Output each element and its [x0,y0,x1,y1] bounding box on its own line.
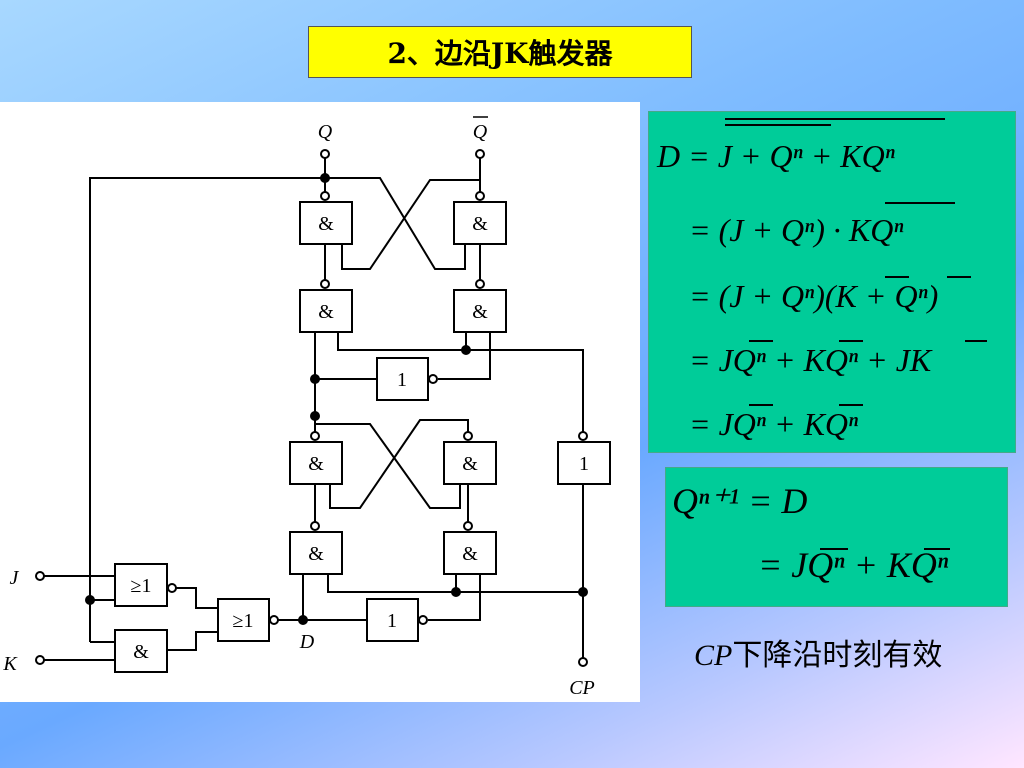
equation-3: = (J + Qⁿ)(K + Qⁿ) [689,278,938,315]
circuit-diagram: & & & & 1 & & 1 & & 1 ≥1 ≥1 & Q Q J K D … [0,102,640,702]
equation-4-text: = JQⁿ + KQⁿ + JK [689,342,932,378]
overbar-2 [885,202,955,204]
or-gate-1 [114,563,168,607]
equation-4: = JQⁿ + KQⁿ + JK [689,342,931,379]
equation-2-text: = (J + Qⁿ) · KQⁿ [689,212,904,248]
and-gate-6 [443,441,497,485]
overbar-3a [885,276,909,278]
and-gate-3-label: & [318,301,334,323]
and-gate-k [114,629,168,673]
or-gate-1-label: ≥1 [131,575,152,597]
equation-5: = JQⁿ + KQⁿ [689,406,858,443]
overbar-7a [820,548,848,550]
and-gate-1-label: & [318,213,334,235]
overbar-4c [965,340,987,342]
and-gate-6-label: & [462,453,478,475]
overbar-7b [924,548,950,550]
or-gate-2 [217,598,270,642]
not-gate-1 [376,357,429,401]
equation-1-text: D = J + Qⁿ + KQⁿ [657,138,895,174]
slide-title: 2、边沿JK触发器 [308,26,692,78]
and-gate-3 [299,289,353,333]
equation-7-text: = JQⁿ + KQⁿ [758,545,949,585]
equation-1: D = J + Qⁿ + KQⁿ [657,138,895,175]
and-gate-8-label: & [462,543,478,565]
slide-title-text: 2、边沿JK触发器 [387,37,613,70]
equation-2: = (J + Qⁿ) · KQⁿ [689,212,903,249]
overbar-4a [749,340,773,342]
equation-3-text: = (J + Qⁿ)(K + Qⁿ) [689,278,939,314]
circuit-svg: & & & & 1 & & 1 & & 1 ≥1 ≥1 & Q Q J K D … [2,116,611,699]
overbar-5b [839,404,863,406]
equation-6: Qⁿ⁺¹ = D [672,480,807,522]
equation-5-text: = JQⁿ + KQⁿ [689,406,859,442]
and-gate-1 [299,201,353,245]
d-label: D [299,631,315,653]
and-gate-4-label: & [472,301,488,323]
qbar-output-pin [475,149,485,159]
overbar-1a [725,118,945,120]
j-label: J [10,567,20,589]
qbar-label: Q [473,121,488,143]
and-gate-4 [453,289,507,333]
not-gate-cp-label: 1 [579,453,589,475]
and-gate-2-label: & [472,213,488,235]
and-gate-2 [453,201,507,245]
and-gate-k-label: & [133,641,149,663]
cp-note: CP下降沿时刻有效 [694,630,942,674]
equation-6-text: Qⁿ⁺¹ = D [672,481,808,521]
overbar-5a [749,404,773,406]
overbar-1b [725,124,831,126]
not-gate-2-label: 1 [387,610,397,632]
not-gate-2 [366,598,419,642]
q-output-pin [320,149,330,159]
equations-box-derivation: D = J + Qⁿ + KQⁿ = (J + Qⁿ) · KQⁿ = (J +… [648,111,1016,453]
and-gate-5-label: & [308,453,324,475]
or-gate-2-label: ≥1 [233,610,254,632]
cp-label: CP [569,677,595,699]
and-gate-7 [289,531,343,575]
not-gate-1-label: 1 [397,369,407,391]
overbar-4b [839,340,863,342]
overbar-3b [947,276,971,278]
and-gate-7-label: & [308,543,324,565]
equations-box-characteristic: Qⁿ⁺¹ = D = JQⁿ + KQⁿ [665,467,1008,607]
equation-7: = JQⁿ + KQⁿ [758,544,948,586]
k-label: K [2,653,18,675]
cp-note-signal: CP [694,639,733,672]
q-label: Q [318,121,333,143]
cp-note-text: 下降沿时刻有效 [732,638,943,673]
and-gate-8 [443,531,497,575]
